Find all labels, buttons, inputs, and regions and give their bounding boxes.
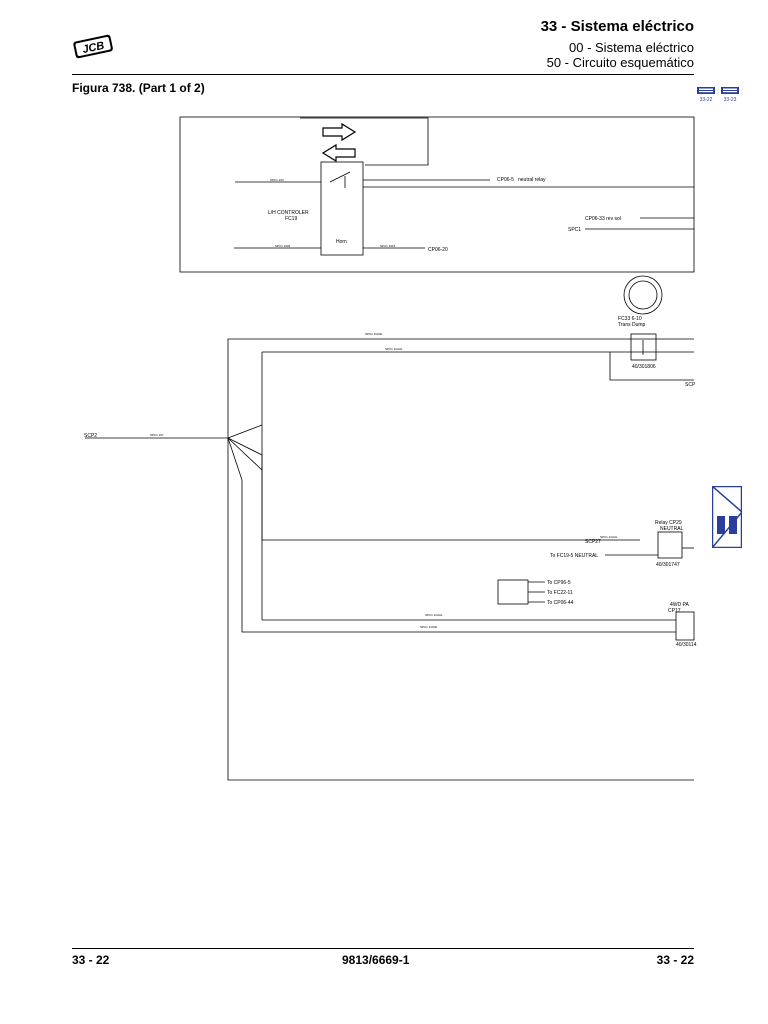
to-cp96-label: To CP96-5 — [547, 580, 571, 586]
trans-dump-label: Trans Dump — [618, 322, 646, 328]
relay-cp29-label: Relay CP29 — [655, 520, 682, 526]
svg-text:SPC1 107: SPC1 107 — [150, 433, 164, 437]
to-fc19-label: To FC19-5 NEUTRAL — [550, 553, 598, 559]
svg-text:SPC1 1GND: SPC1 1GND — [365, 332, 383, 336]
figure-caption: Figura 738. (Part 1 of 2) — [72, 81, 205, 95]
lh-controller-ref: FC19 — [285, 216, 297, 222]
horn-label: Horn — [336, 239, 347, 245]
footer-divider — [72, 948, 694, 949]
svg-text:SPC1 1GGG: SPC1 1GGG — [600, 535, 618, 539]
lh-controller-box — [320, 161, 364, 256]
cp06-5-label: CP06-5 — [497, 177, 514, 183]
direction-right-arrow-icon — [322, 122, 357, 142]
trans-dump-gear-icon — [623, 275, 663, 315]
rev-sol-label: CP06-33 rev sol — [585, 216, 621, 222]
part-number-label: 40/30114 — [676, 642, 697, 648]
lh-controller-label: L/H CONTROLER — [268, 210, 309, 216]
direction-left-arrow-icon — [321, 143, 356, 163]
controller-panel-frame — [179, 116, 695, 273]
cp06-20-label: CP06-20 — [428, 247, 448, 253]
page-title: 33 - Sistema eléctrico — [540, 18, 694, 35]
to-fc22-label: To FC22-11 — [547, 590, 573, 596]
subsection-subtitle: 50 - Circuito esquemático — [546, 55, 694, 70]
neutral-relay-label: neutral relay — [518, 177, 546, 183]
part-number-label: 40/301747 — [656, 562, 680, 568]
svg-text:33-22: 33-22 — [700, 97, 713, 103]
next-page-book-icon[interactable]: 33-23 — [720, 86, 740, 104]
svg-text:SPC1 1GGG: SPC1 1GGG — [425, 613, 443, 617]
relay-neutral-label: NEUTRAL — [660, 526, 684, 532]
scp27-label: SCP27 — [585, 539, 601, 545]
footer-page-left: 33 - 22 — [72, 953, 110, 967]
scp2-label: SCP2 — [84, 433, 97, 439]
header-divider — [72, 74, 694, 75]
svg-text:33-23: 33-23 — [724, 97, 737, 103]
fourwd-label: 4WD PA — [670, 602, 689, 608]
to-cp06-label: To CP06-44 — [547, 600, 574, 606]
footer-document-number: 9813/6669-1 — [342, 953, 410, 967]
footer-page-right: 33 - 22 — [656, 953, 694, 967]
fc33-label: FC33 6-10 — [618, 316, 642, 322]
jcb-logo: JCB — [72, 30, 114, 62]
part-number-label: 40/301806 — [632, 364, 656, 370]
svg-text:SPC1 1GND: SPC1 1GND — [420, 625, 438, 629]
section-subtitle: 00 - Sistema eléctrico — [569, 40, 694, 55]
svg-text:SPC1 1GGG: SPC1 1GGG — [385, 347, 403, 351]
scp-right-label: SCP — [685, 382, 696, 388]
cp17-label: CP17 — [668, 608, 681, 614]
spc1-label: SPC1 — [568, 227, 581, 233]
svg-text:SPC1 1015: SPC1 1015 — [380, 244, 396, 248]
svg-text:JCB: JCB — [81, 40, 105, 56]
prev-page-book-icon[interactable]: 33-22 — [696, 86, 716, 104]
svg-text:SPC1 103: SPC1 103 — [270, 178, 284, 182]
svg-text:SPC1 1004: SPC1 1004 — [275, 244, 291, 248]
continuation-tab-icon[interactable] — [711, 485, 743, 549]
